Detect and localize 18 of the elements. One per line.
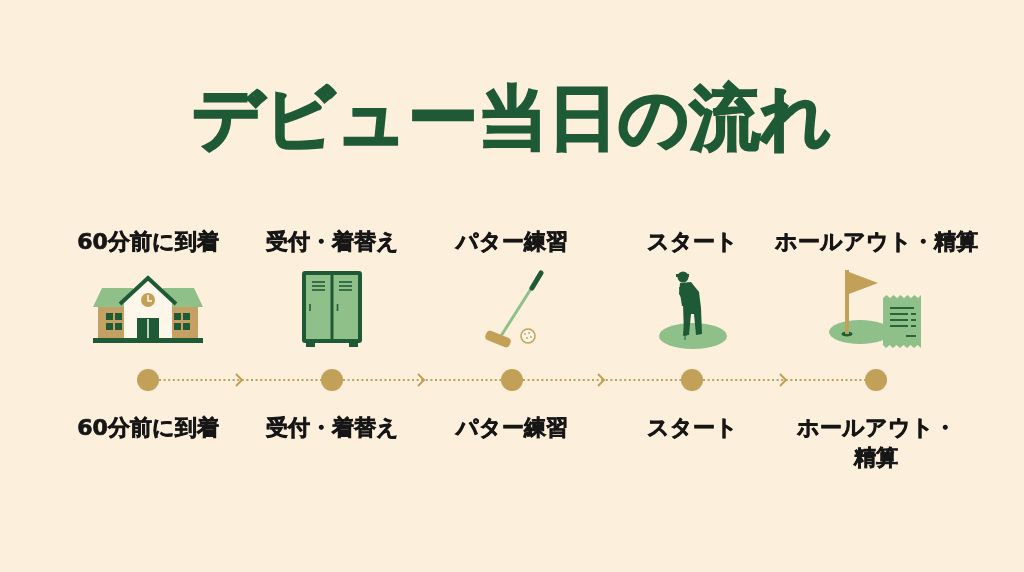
arrow <box>522 373 682 387</box>
step-label: 受付・着替え <box>265 414 399 442</box>
timeline-dot <box>681 369 703 391</box>
step-heading: 60分前に到着 <box>77 228 219 256</box>
step-heading: スタート <box>646 228 738 256</box>
timeline-dot <box>501 369 523 391</box>
step-label: パター練習 <box>456 414 568 442</box>
title: デビュー当日の流れ <box>192 76 832 160</box>
step-heading: パター練習 <box>456 228 568 256</box>
step-label: ホールアウト・精算 <box>795 414 957 472</box>
step-label: スタート <box>646 414 738 442</box>
timeline-dot <box>865 369 887 391</box>
timeline-dot <box>137 369 159 391</box>
timeline-dot <box>321 369 343 391</box>
step-heading: ホールアウト・精算 <box>774 228 978 256</box>
arrow <box>342 373 502 387</box>
step-heading: 受付・着替え <box>265 228 399 256</box>
step-label: 60分前に到着 <box>77 414 219 442</box>
